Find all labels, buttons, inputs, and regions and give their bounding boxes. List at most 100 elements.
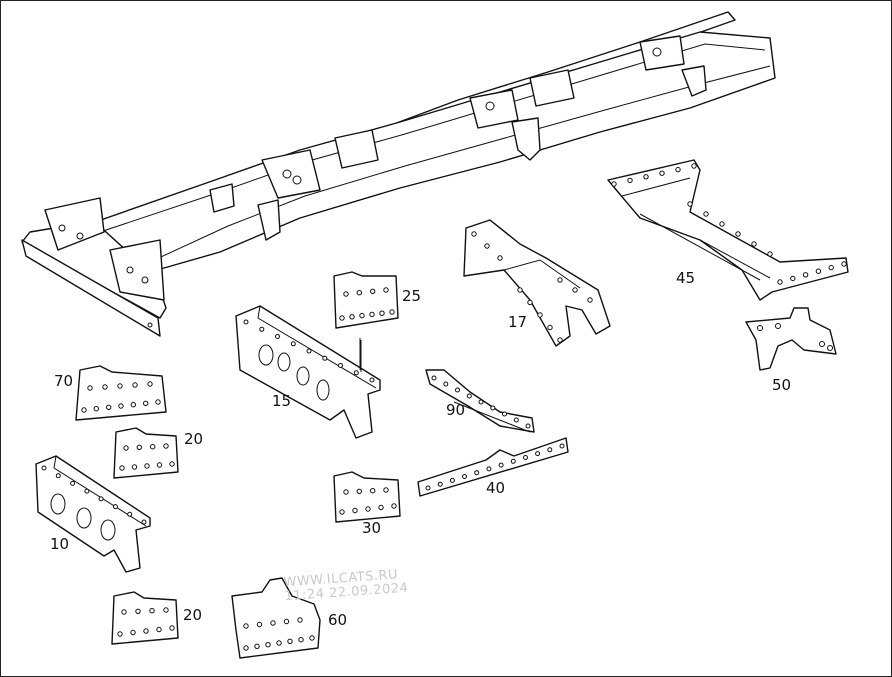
callout-25: 25: [402, 287, 422, 305]
hole: [70, 480, 76, 486]
hole: [343, 291, 349, 297]
hole: [156, 462, 163, 468]
part-60-shape: [231, 577, 321, 659]
hole: [643, 174, 649, 180]
hole: [365, 506, 371, 512]
hole: [525, 423, 531, 429]
hole: [490, 405, 496, 411]
hole: [287, 638, 293, 644]
hole: [449, 477, 455, 483]
part-40-shape: [417, 437, 569, 497]
hole: [486, 466, 492, 472]
hole: [290, 341, 296, 347]
part-20b-shape: [111, 591, 179, 645]
hole: [572, 287, 578, 293]
part-45-shape: [607, 159, 849, 301]
hole: [790, 275, 796, 282]
hole: [352, 507, 358, 514]
part-90-shape: [425, 369, 535, 433]
hole: [243, 319, 249, 325]
hole: [431, 375, 437, 381]
part-45-holes: [611, 163, 847, 285]
hole: [510, 458, 516, 464]
hole: [169, 625, 175, 631]
hole: [523, 455, 528, 460]
part-17-holes: [471, 231, 593, 343]
part-20b-holes: [117, 607, 175, 637]
hole: [443, 381, 449, 387]
part-17-shape: [463, 219, 611, 347]
hole: [751, 241, 757, 247]
hole: [243, 623, 249, 629]
hole: [87, 385, 93, 391]
callout-30: 30: [362, 519, 382, 537]
hole: [502, 411, 507, 417]
part-60-holes: [243, 617, 315, 651]
hole: [474, 470, 480, 476]
hole: [478, 399, 484, 405]
part-20a-holes: [119, 443, 175, 471]
hole: [537, 312, 543, 318]
hole: [462, 474, 467, 479]
hole: [163, 607, 169, 613]
hole: [131, 464, 138, 470]
hole: [119, 465, 125, 471]
hole: [135, 608, 141, 614]
part-10-shape: [35, 455, 151, 573]
hole: [557, 337, 563, 343]
hole: [777, 279, 783, 285]
hole: [370, 288, 376, 294]
hole: [149, 608, 155, 614]
hole: [527, 299, 533, 306]
part-70-shape: [75, 365, 167, 421]
hole: [155, 399, 161, 405]
callout-20-lower: 20: [183, 606, 203, 624]
hole: [379, 310, 385, 316]
hole: [141, 519, 147, 525]
hole: [767, 251, 773, 257]
hole: [828, 264, 834, 271]
hole: [143, 400, 149, 406]
hole: [98, 496, 104, 502]
hole: [547, 447, 553, 453]
hole: [703, 211, 709, 217]
leader-line-90: [453, 401, 531, 433]
hole: [383, 287, 389, 293]
hole: [297, 617, 303, 623]
hole: [841, 261, 847, 267]
callout-45: 45: [676, 269, 696, 287]
hole: [369, 377, 375, 383]
hole: [55, 473, 61, 479]
callout-17: 17: [508, 313, 528, 331]
hole: [270, 620, 276, 626]
hole: [349, 314, 355, 320]
hole: [81, 407, 87, 413]
hole: [437, 481, 443, 487]
hole: [276, 640, 282, 646]
part-50-shape: [745, 307, 837, 371]
hole: [383, 487, 389, 493]
hole: [275, 334, 280, 339]
hole: [150, 444, 156, 450]
hole: [117, 383, 123, 389]
hole: [513, 417, 519, 423]
hole: [339, 509, 345, 515]
hole: [659, 170, 665, 176]
hole: [466, 393, 472, 399]
hole: [169, 461, 175, 467]
hole: [369, 311, 375, 318]
hole: [802, 272, 809, 278]
hole: [735, 231, 741, 237]
hole: [254, 643, 260, 649]
hole: [144, 463, 150, 469]
hole: [322, 355, 328, 361]
hole: [243, 645, 249, 651]
hole: [136, 444, 143, 450]
hole: [611, 181, 617, 187]
hole: [259, 326, 265, 332]
hole: [455, 387, 460, 393]
hole: [497, 255, 503, 261]
hole: [627, 177, 633, 184]
hole: [343, 489, 349, 495]
hole: [298, 637, 304, 643]
